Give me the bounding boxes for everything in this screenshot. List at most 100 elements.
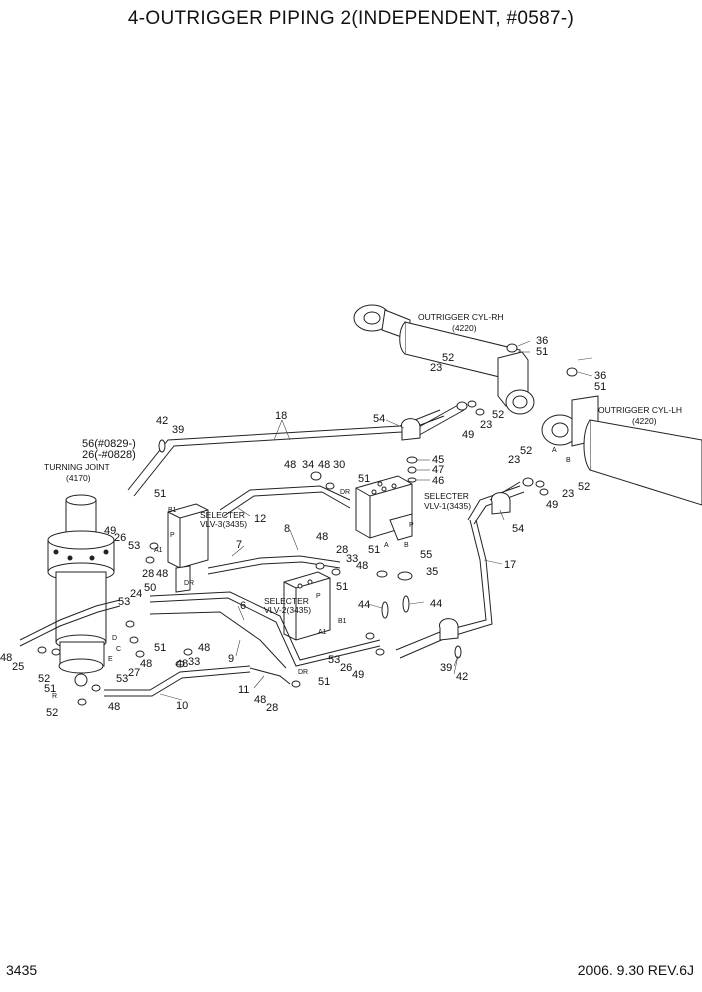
callout-51-vlv1: 51 — [358, 473, 370, 485]
callout-23-rh: 23 — [480, 419, 492, 431]
port-a-lh: A — [552, 447, 557, 454]
vlv2-name: SELECTER — [264, 596, 309, 606]
turning-joint-code: (4170) — [66, 473, 91, 483]
callout-42-bottom: 42 — [456, 671, 468, 683]
callout-49-right: 49 — [352, 669, 364, 681]
callout-44-left: 44 — [358, 599, 370, 611]
turning-joint-name: TURNING JOINT — [44, 462, 110, 472]
callout-10: 10 — [176, 700, 188, 712]
callout-25: 25 — [12, 661, 24, 673]
callout-33-low: 33 — [188, 656, 200, 668]
callout-48-low3: 48 — [140, 658, 152, 670]
callout-27: 27 — [128, 667, 140, 679]
port-a1-vlv2: A1 — [318, 629, 327, 636]
callout-51-drain: 51 — [318, 676, 330, 688]
callout-30: 30 — [333, 459, 345, 471]
callout-39-top: 39 — [172, 424, 184, 436]
callout-8: 8 — [284, 523, 290, 535]
port-b1-vlv3: B1 — [168, 507, 177, 514]
port-b-vlv1: B — [404, 542, 409, 549]
port-c: C — [116, 646, 121, 653]
pipe-clamps — [401, 418, 511, 641]
callout-51-rh: 51 — [536, 346, 548, 358]
port-d: D — [112, 635, 117, 642]
callout-17: 17 — [504, 559, 516, 571]
outrigger-cylinder-lh — [541, 395, 702, 506]
callout-33-mid: 33 — [346, 553, 358, 565]
callout-7: 7 — [236, 539, 242, 551]
page-title: 4-OUTRIGGER PIPING 2(INDEPENDENT, #0587-… — [127, 8, 575, 29]
callout-53-right: 53 — [328, 654, 340, 666]
callout-23-lh-top: 23 — [508, 454, 520, 466]
callout-45: 45 — [432, 454, 444, 466]
port-dr-vlv2: DR — [298, 669, 308, 676]
callout-48-drain: 48 — [254, 694, 266, 706]
cyl-lh-code: (4220) — [632, 416, 657, 426]
callout-34: 34 — [302, 459, 314, 471]
callout-51-lh: 51 — [594, 381, 606, 393]
callout-51-vlv3: 51 — [154, 488, 166, 500]
vlv3-code: VLV-3(3435) — [200, 519, 247, 529]
callout-23-rh-top: 23 — [430, 362, 442, 374]
callout-50: 50 — [144, 582, 156, 594]
callout-52-rh-top: 52 — [442, 352, 454, 364]
callout-26-right: 26 — [340, 662, 352, 674]
fittings — [37, 343, 578, 706]
callout-12: 12 — [254, 513, 266, 525]
callout-53-mid: 53 — [118, 596, 130, 608]
callout-49-rh: 49 — [462, 429, 474, 441]
callout-18: 18 — [275, 410, 287, 422]
callout-46: 46 — [432, 475, 444, 487]
callout-48-low: 48 — [198, 642, 210, 654]
port-b-lh: B — [566, 457, 571, 464]
callout-48-top2: 48 — [318, 459, 330, 471]
callout-26-left: 26 — [114, 532, 126, 544]
callout-39-bottom: 39 — [440, 662, 452, 674]
callout-52-rh: 52 — [492, 409, 504, 421]
port-dr-vlv3: DR — [184, 580, 194, 587]
callout-23-lh: 23 — [562, 488, 574, 500]
selecter-valve-3 — [167, 503, 209, 593]
callout-11: 11 — [238, 684, 249, 696]
port-r: R — [52, 693, 57, 700]
callout-52-turn: 52 — [38, 673, 50, 685]
callout-51-low: 51 — [154, 642, 166, 654]
hydraulic-pipes — [19, 403, 525, 697]
callout-6: 6 — [240, 600, 246, 612]
callout-51-mid: 51 — [336, 581, 348, 593]
port-e: E — [108, 656, 113, 663]
port-b1-vlv2: B1 — [338, 618, 347, 625]
port-p-vlv3: P — [170, 532, 175, 539]
vlv1-name: SELECTER — [424, 491, 469, 501]
port-dr-vlv1: DR — [340, 489, 350, 496]
callout-36-lh: 36 — [594, 370, 606, 382]
revision-date: 2006. 9.30 REV.6J — [577, 962, 694, 978]
callout-52-lh-top: 52 — [520, 445, 532, 457]
callout-51-vlv1-low: 51 — [368, 544, 380, 556]
leader-lines — [159, 340, 593, 701]
callout-48-mid: 48 — [316, 531, 328, 543]
selecter-valve-1 — [355, 475, 413, 541]
callout-labels: 36 51 52 23 52 23 49 54 18 36 51 52 23 A… — [0, 335, 606, 719]
port-a-vlv1: A — [384, 542, 389, 549]
selecter-valve-2 — [283, 571, 331, 641]
cyl-lh-name: OUTRIGGER CYL-LH — [598, 405, 682, 415]
vlv2-code: VLV-2(3435) — [264, 605, 311, 615]
callout-56-note: 56(#0829-) — [82, 438, 136, 450]
callout-24: 24 — [130, 588, 142, 600]
port-p-vlv1: P — [409, 522, 414, 529]
cyl-rh-name: OUTRIGGER CYL-RH — [418, 312, 503, 322]
callout-52-lh: 52 — [578, 481, 590, 493]
callout-48-bottom: 48 — [108, 701, 120, 713]
callout-44-right: 44 — [430, 598, 442, 610]
callout-28-left: 28 — [142, 568, 154, 580]
callout-35: 35 — [426, 566, 438, 578]
callout-53-left: 53 — [128, 540, 140, 552]
vlv1-code: VLV-1(3435) — [424, 501, 471, 511]
callout-47: 47 — [432, 464, 444, 476]
callout-51-turn: 51 — [44, 683, 56, 695]
callout-49-left: 49 — [104, 525, 116, 537]
callout-36-rh: 36 — [536, 335, 548, 347]
outrigger-cylinder-rh — [353, 304, 535, 415]
callout-28-drain: 28 — [266, 702, 278, 714]
